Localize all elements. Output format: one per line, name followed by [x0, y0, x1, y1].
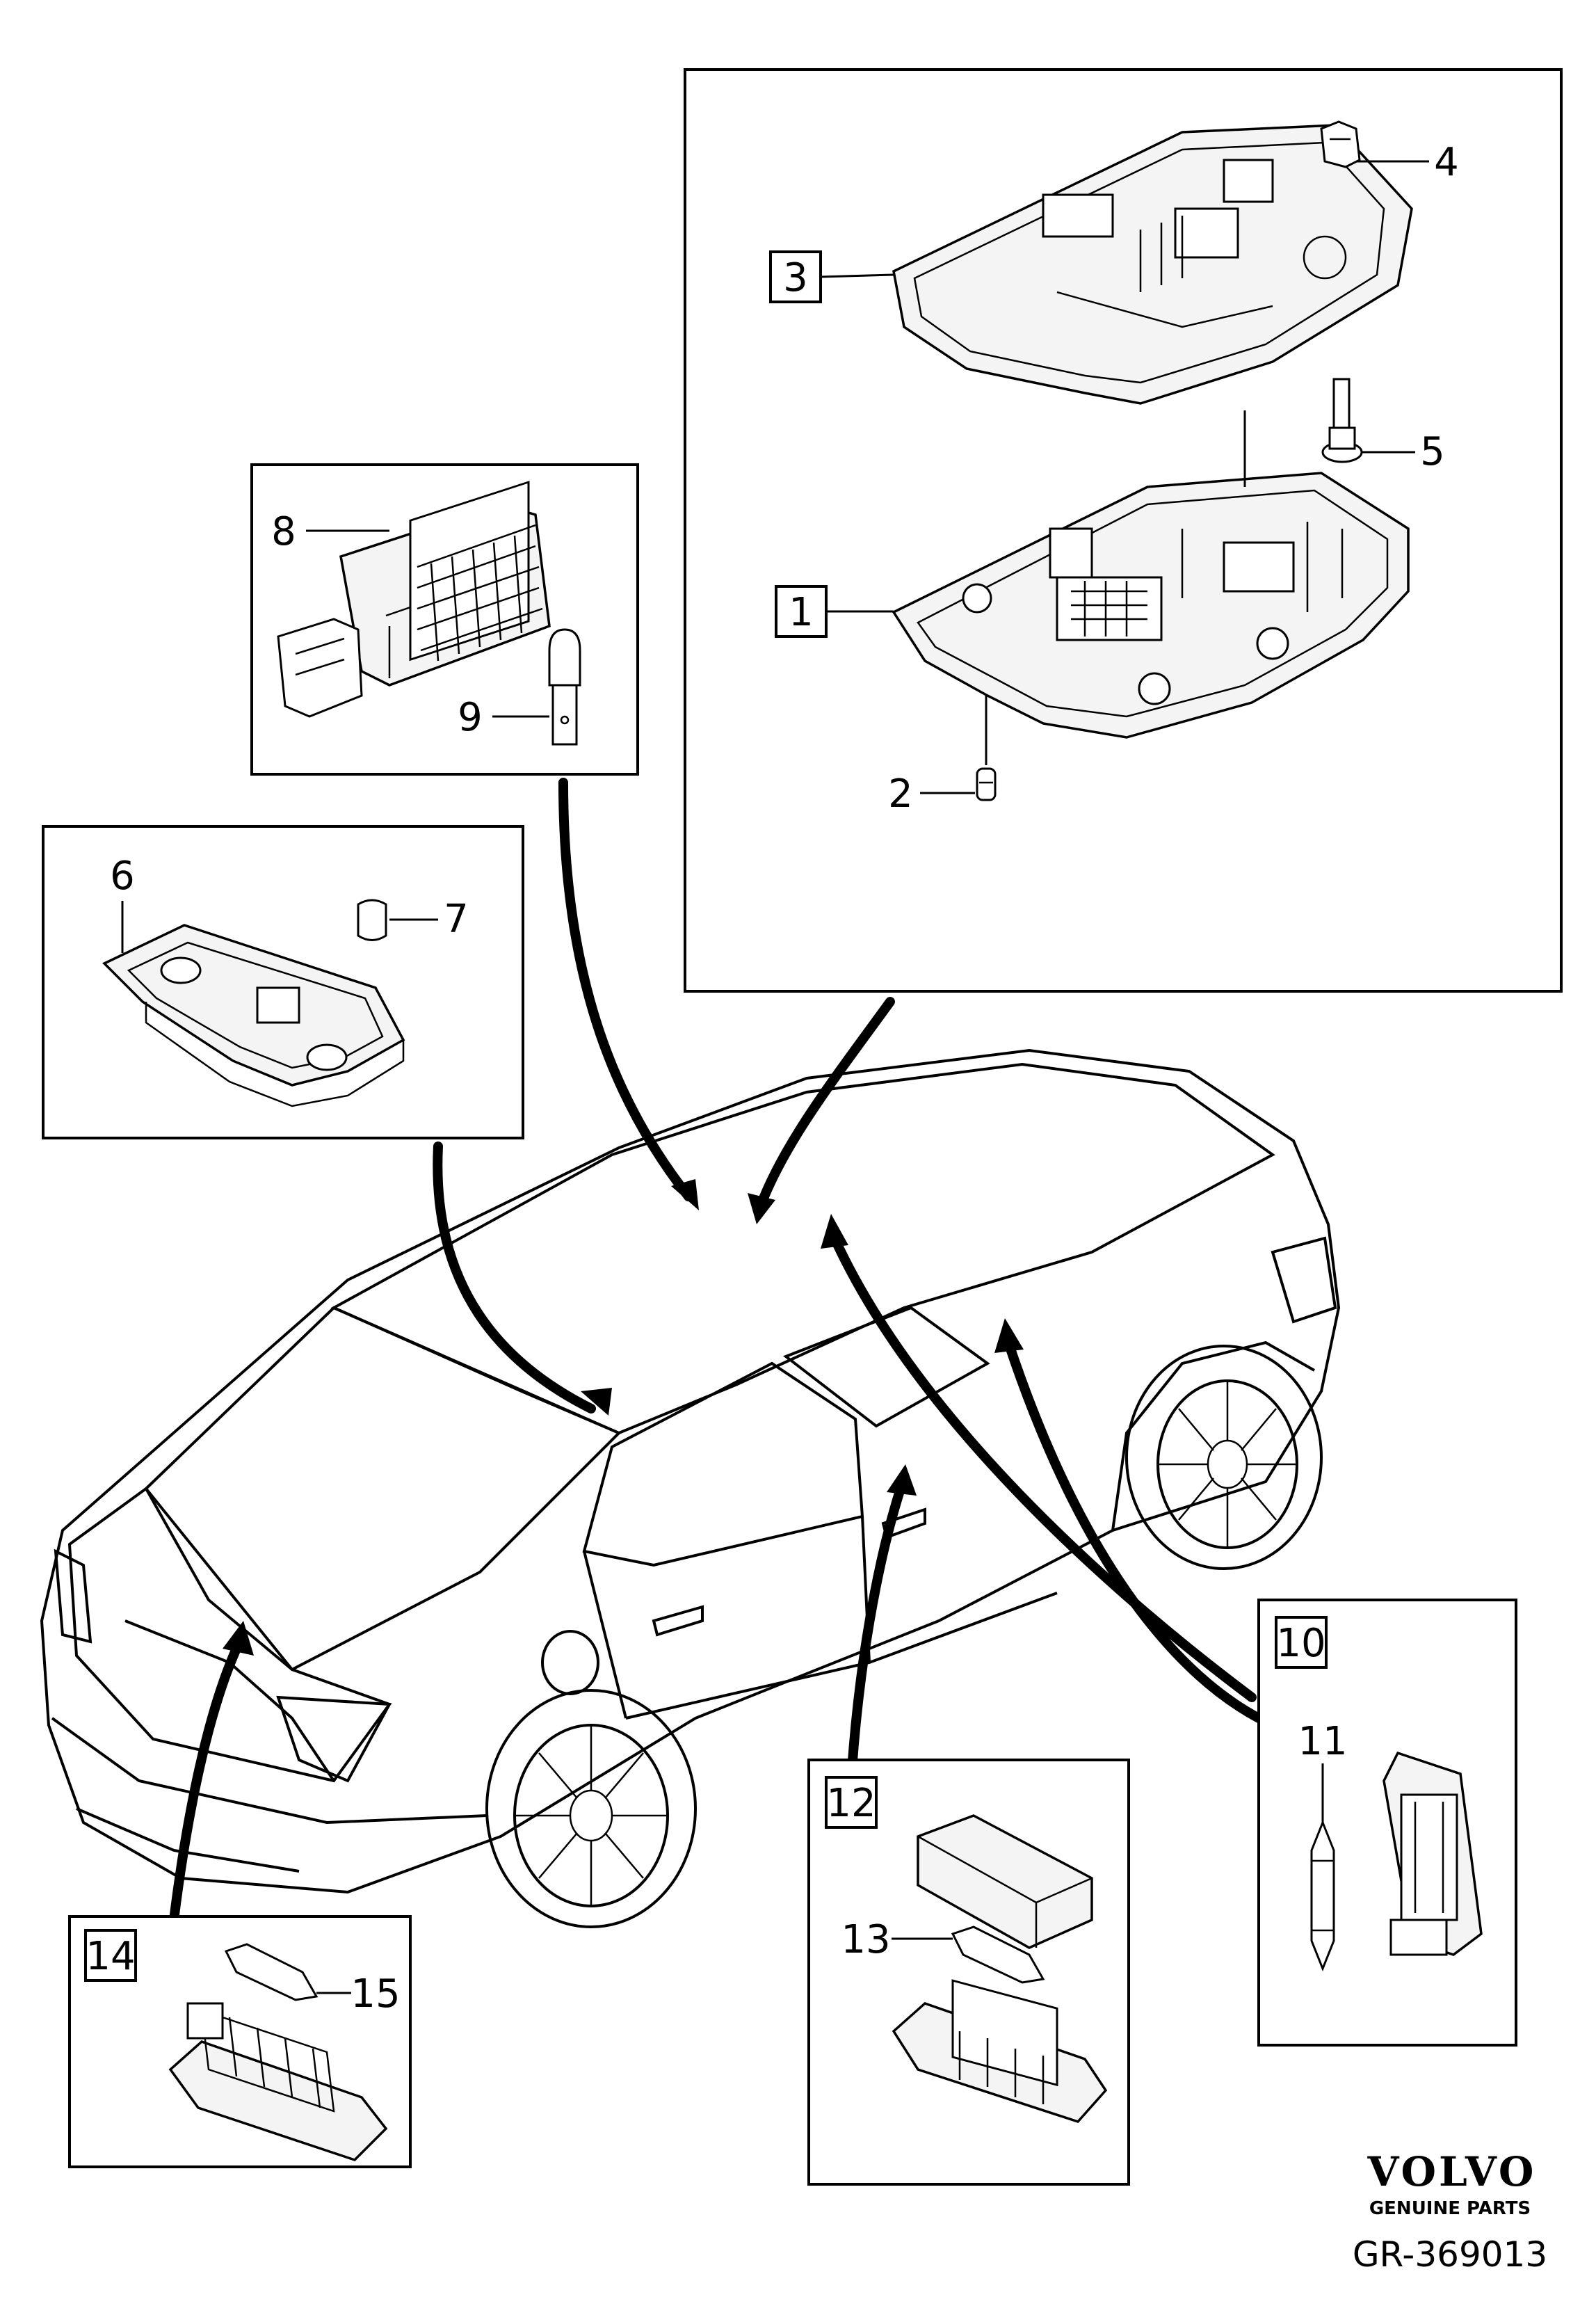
part-lamp-holder [168, 2002, 388, 2162]
part-lens-cover [917, 1814, 1093, 1949]
part-festoon-bulb [224, 1943, 319, 2001]
part-screw [1321, 378, 1363, 463]
part-lamp-lens [102, 924, 405, 1107]
diagram-reference: GR-369013 [1353, 2234, 1547, 2275]
part-console-housing [892, 472, 1410, 739]
callout-9: 9 [458, 695, 483, 740]
callout-6: 6 [110, 854, 135, 899]
callout-11: 11 [1298, 1719, 1347, 1764]
panel-reading-lamp: 6 7 [42, 825, 524, 1139]
callout-box-14 [84, 1929, 137, 1982]
callout-7: 7 [444, 897, 469, 942]
front-wheel [1125, 1345, 1323, 1570]
callout-box-10 [1275, 1616, 1328, 1669]
callout-15: 15 [350, 1971, 400, 2017]
callout-12: 12 [826, 1781, 876, 1826]
brand-tagline: GENUINE PARTS [1369, 2198, 1531, 2219]
part-festoon-bulb [951, 1925, 1045, 1984]
callout-3: 3 [783, 255, 808, 301]
callout-box-12 [825, 1776, 878, 1829]
panel-lamp-unit: 8 9 [250, 463, 639, 776]
part-festoon-bulb [1310, 1819, 1335, 1972]
callout-5: 5 [1420, 429, 1445, 474]
callout-2: 2 [888, 771, 913, 817]
part-lamp-housing [277, 481, 551, 718]
pointer-arrows [169, 778, 1264, 1925]
part-lamp-holder [892, 1979, 1108, 2124]
car-illustration [40, 1048, 1341, 1928]
part-clip [1320, 120, 1361, 168]
callout-box-1 [775, 585, 828, 638]
callout-8: 8 [271, 509, 296, 554]
panel-courtesy-lamp-frame [1257, 1599, 1517, 2047]
panel-trunk-lamp: 14 15 [68, 1915, 412, 2168]
callout-4: 4 [1434, 140, 1459, 185]
part-console-cover [892, 124, 1413, 405]
panel-glovebox-lamp: 12 13 [807, 1759, 1130, 2186]
panel-roof-console: 3 4 5 1 2 [684, 68, 1563, 993]
brand-block: VOLVO GENUINE PARTS GR-369013 [1353, 2148, 1547, 2275]
part-lamp-holder [1383, 1751, 1483, 1956]
panel-courtesy-lamp: 10 11 [1257, 1599, 1517, 2047]
brand-logo: VOLVO [1367, 2148, 1537, 2195]
callout-10: 10 [1276, 1621, 1325, 1666]
callout-1: 1 [789, 590, 814, 635]
rear-wheel [485, 1689, 697, 1928]
part-bulb-small [976, 767, 997, 801]
callout-14: 14 [86, 1934, 135, 1979]
callout-13: 13 [841, 1917, 890, 1962]
part-plug [357, 899, 387, 941]
part-lamp-bulb [548, 628, 581, 746]
